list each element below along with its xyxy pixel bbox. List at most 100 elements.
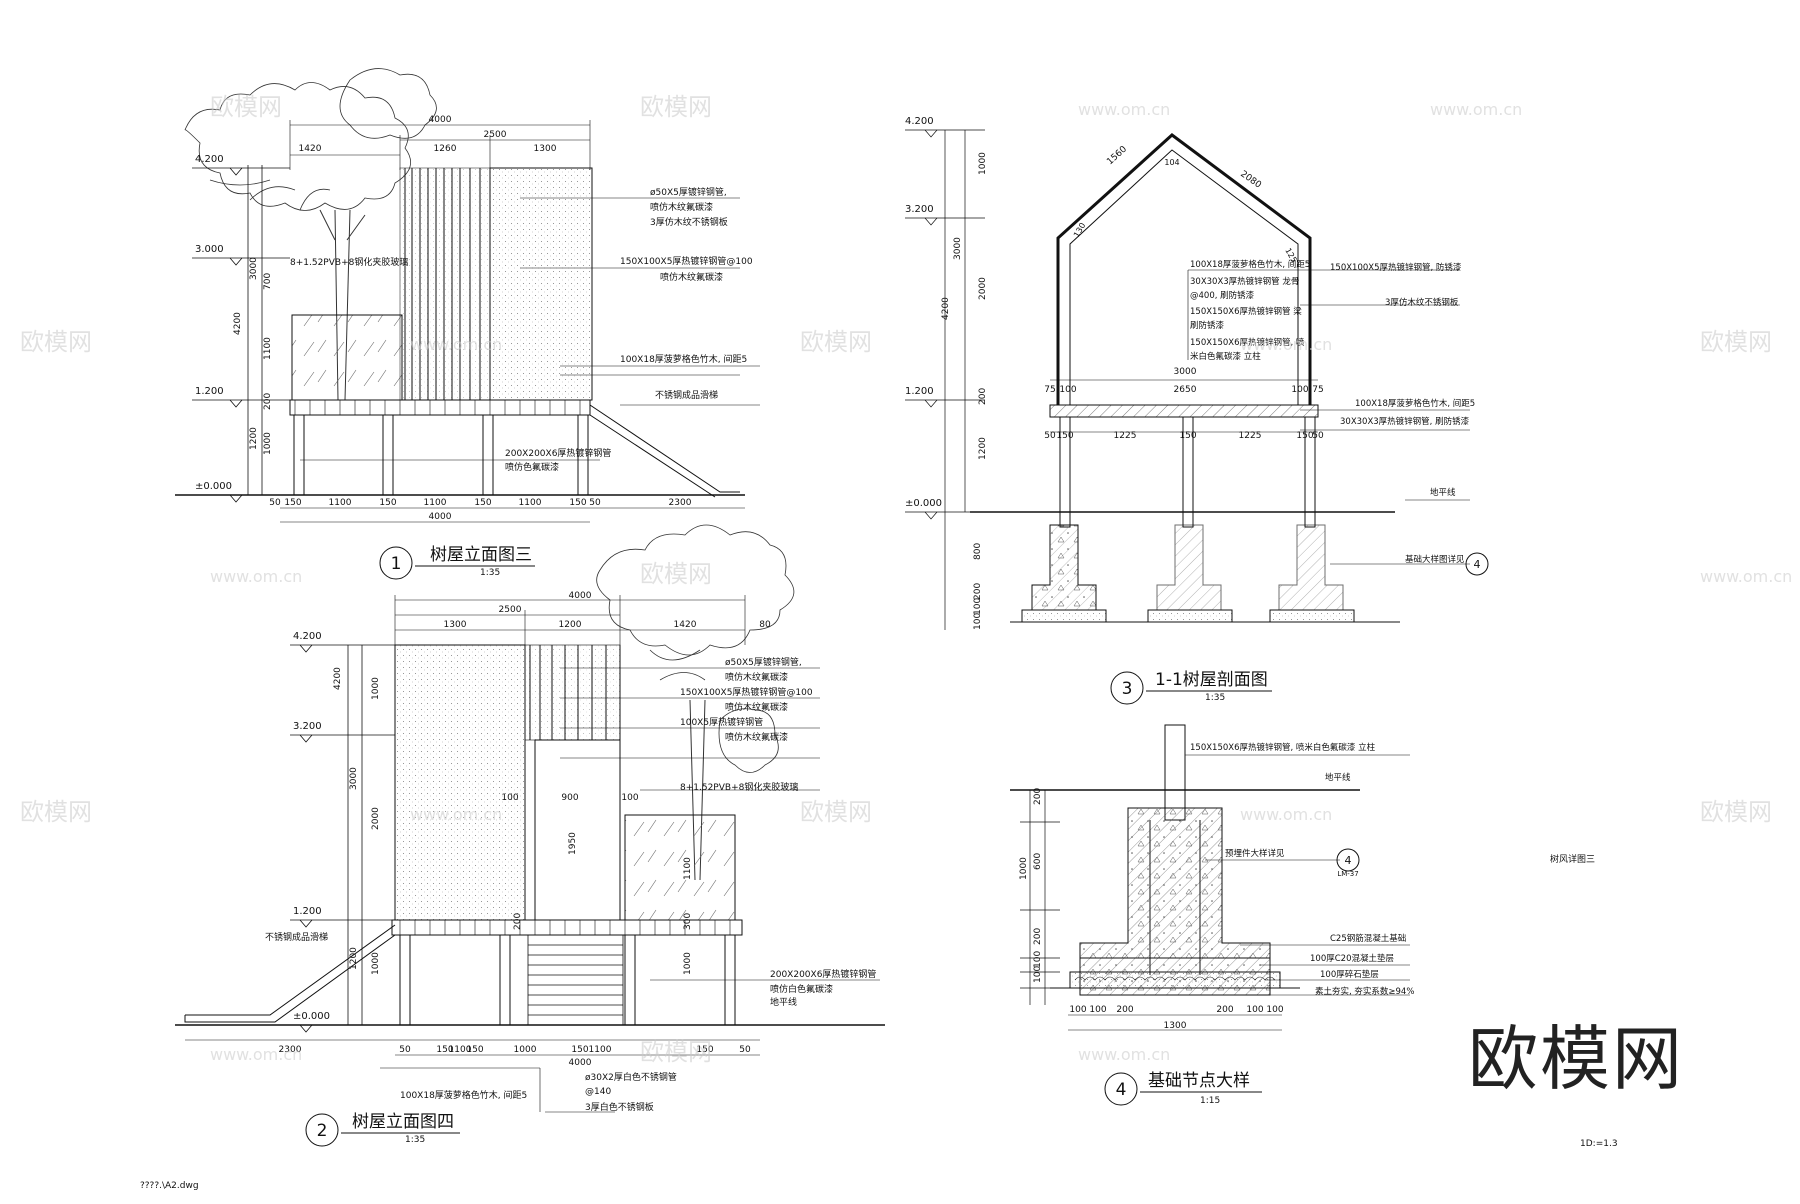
dim-label: 1225	[1239, 431, 1262, 441]
view-number: 4	[1116, 1080, 1127, 1100]
dim-label: 100	[1089, 1005, 1106, 1015]
dim-label: 100	[1291, 385, 1308, 395]
tree-canopy-1	[184, 68, 437, 211]
deck-1	[289, 399, 591, 416]
view-scale: 1:35	[480, 568, 500, 578]
watermark: www.om.cn	[410, 805, 502, 824]
view-scale: 1:35	[405, 1135, 425, 1145]
dim-label: 3000	[953, 237, 963, 260]
view-number: 3	[1122, 679, 1133, 699]
level-mark: 4.200	[195, 154, 224, 165]
footings-3	[1010, 524, 1400, 623]
dim-label: 1200	[559, 620, 582, 630]
watermark: 欧模网	[1700, 328, 1772, 356]
wall-panel-1	[489, 167, 593, 401]
dim-label: 1225	[1114, 431, 1137, 441]
dim-label: 100	[1033, 966, 1043, 983]
callout-note: 刷防锈漆	[1190, 320, 1225, 331]
callout-note: 100X18厚菠萝格色竹木, 间距5	[1355, 398, 1475, 409]
dim-label: 1000	[978, 152, 988, 175]
callout-note: 100X5厚热镀锌钢管	[680, 716, 763, 728]
level-mark: 1.200	[293, 906, 322, 917]
level-mark: 3.000	[195, 244, 224, 255]
callout-note: 150X100X5厚热镀锌钢管@100	[620, 255, 753, 267]
dim-label: 1300	[1164, 1021, 1187, 1031]
view-3-section	[905, 129, 1489, 630]
dim-label: 1000	[371, 677, 381, 700]
view-title-circles	[305, 546, 1272, 1147]
callout-note: 喷仿木纹氟碳漆	[650, 201, 713, 213]
level-mark: ±0.000	[293, 1011, 330, 1022]
watermark: 欧模网	[640, 560, 712, 588]
dim-label: 1100	[329, 498, 352, 508]
dim-label: 50	[739, 1045, 751, 1055]
callout-note: 喷仿木纹氟碳漆	[725, 671, 788, 683]
view-title: 1-1树屋剖面图	[1155, 670, 1268, 690]
callout-note: 3厚仿木纹不锈钢板	[650, 216, 728, 228]
callout-note: 素土夯实, 夯实系数≥94%	[1315, 986, 1414, 997]
ref-bubble-sub: LM-37	[1337, 870, 1358, 878]
callout-note: @400, 刷防锈漆	[1190, 290, 1255, 301]
watermark: www.om.cn	[210, 1045, 302, 1064]
dim-label: 150	[569, 498, 586, 508]
dim-label: 50	[399, 1045, 411, 1055]
dim-label: 150	[696, 1045, 713, 1055]
dim-label: 1100	[263, 337, 273, 360]
callout-note: 8+1.52PVB+8钢化夹胶玻璃	[290, 256, 408, 268]
callout-note: ø50X5厚镀锌钢管,	[650, 186, 727, 198]
dim-label: 1000	[514, 1045, 537, 1055]
dim-label: 75	[1044, 385, 1055, 395]
callout-note: 150X150X6厚热镀锌钢管 梁	[1190, 306, 1302, 317]
callout-note: 3厚白色不锈钢板	[585, 1101, 654, 1113]
dim-label: 1100	[683, 857, 693, 880]
dim-label: 150	[379, 498, 396, 508]
level-mark: 1.200	[195, 386, 224, 397]
level-mark: 3.200	[905, 204, 934, 215]
callout-note: 100厚C20混凝土垫层	[1310, 953, 1394, 964]
level-mark: ±0.000	[195, 481, 232, 492]
left-dims-3	[905, 129, 985, 630]
dim-label: 200	[1033, 928, 1043, 945]
callout-note: 喷仿木纹氟碳漆	[725, 701, 788, 713]
callout-note: 喷仿白色氟碳漆	[770, 983, 833, 995]
dim-label: 1100	[589, 1045, 612, 1055]
callout-note: 地平线	[770, 996, 797, 1008]
watermark: 欧模网	[20, 798, 92, 826]
dim-label: 2500	[484, 130, 507, 140]
level-markers-1	[192, 165, 290, 503]
stair-2	[527, 934, 624, 1026]
callout-note: 100厚碎石垫层	[1320, 969, 1379, 980]
callout-note: 不锈钢成品滑梯	[655, 389, 718, 401]
dim-label: 200	[1216, 1005, 1233, 1015]
brand-logo: 欧模网	[1468, 1018, 1684, 1100]
level-mark: 4.200	[905, 116, 934, 127]
dim-label: 150	[1296, 431, 1313, 441]
dim-label: 3000	[349, 767, 359, 790]
view-title: 树屋立面图四	[352, 1112, 454, 1132]
callout-note: ø50X5厚镀锌钢管,	[725, 656, 802, 668]
callout-note: 喷仿木纹氟碳漆	[660, 271, 723, 283]
dim-label: 50	[589, 498, 601, 508]
dim-label: 1560	[1105, 144, 1129, 167]
dim-label: 200	[263, 393, 273, 410]
slat-group-2	[529, 645, 621, 740]
watermark: www.om.cn	[1240, 335, 1332, 354]
dim-label: 1420	[299, 144, 322, 154]
dim-label: 1300	[534, 144, 557, 154]
dim-label: 80	[759, 620, 771, 630]
dim-label: 100	[973, 613, 983, 630]
dim-label: 50	[1044, 431, 1056, 441]
callout-note: 3厚仿木纹不锈钢板	[1385, 297, 1459, 308]
callout-note: 8+1.52PVB+8钢化夹胶玻璃	[680, 781, 798, 793]
column-4	[1164, 724, 1186, 821]
callout-note: 200X200X6厚热镀锌钢管	[505, 447, 611, 459]
watermark: 欧模网	[640, 1038, 712, 1066]
dim-label: 150	[1056, 431, 1073, 441]
callout-note: 喷仿色氟碳漆	[505, 461, 559, 473]
door-opening-2	[534, 739, 621, 921]
dim-label: 150	[474, 498, 491, 508]
wall-panel-2	[394, 644, 526, 921]
level-mark: 1.200	[905, 386, 934, 397]
leaders-1	[300, 197, 760, 461]
slat-group-1	[399, 167, 491, 401]
